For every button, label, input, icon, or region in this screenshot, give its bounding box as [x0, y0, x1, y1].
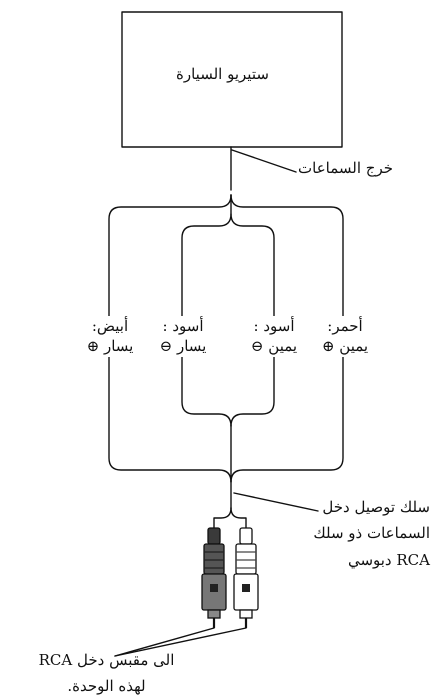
wire-side: يسار [103, 337, 134, 356]
jack-leader-left [114, 627, 215, 657]
speaker-output-label: خرج السماعات [298, 159, 394, 177]
plug-branch-right [230, 507, 247, 529]
wire-side: يمين [268, 337, 298, 356]
wire-color: أسود : [162, 317, 204, 335]
wire-side: يسار [176, 337, 207, 356]
rca-jack-line-2: لهذه الوحدة. [67, 677, 146, 696]
wire-color: أبيض: [91, 317, 129, 335]
minus-icon: ⊖ [250, 337, 264, 356]
rca-cable-label: سلك توصيل دخل السماعات ذو سلك RCA دبوسي [300, 497, 430, 570]
minus-icon: ⊖ [159, 337, 173, 356]
rca-jack-label: الى مقبس دخل RCA لهذه الوحدة. [24, 650, 189, 697]
wire-label-red-right: أحمر: يمين ⊕ [316, 316, 374, 357]
plug-branch-left [213, 507, 232, 529]
cable-leader [233, 492, 319, 512]
speaker-output-leader [231, 149, 297, 173]
wire-label-white-left: أبيض: يسار ⊕ [80, 316, 140, 357]
jack-leader-right [114, 627, 247, 657]
rca-cable-line-2: السماعات ذو سلك [313, 524, 430, 543]
wiring-diagram [108, 11, 344, 657]
wire-label-black-left: أسود : يسار ⊖ [153, 316, 213, 357]
rca-plug-dark [201, 527, 227, 628]
wire-color: أحمر: [327, 317, 363, 335]
car-stereo-label: ستيريو السيارة [176, 65, 269, 83]
wire-label-black-right: أسود : يمين ⊖ [245, 316, 303, 357]
rca-cable-line-1: سلك توصيل دخل [322, 498, 430, 516]
rca-cable-line-3: RCA دبوسي [347, 550, 430, 569]
plus-icon: ⊕ [321, 337, 335, 356]
wire-side: يمين [339, 337, 369, 356]
car-stereo-box [121, 11, 343, 148]
plus-icon: ⊕ [86, 337, 100, 356]
wire-color: أسود : [253, 317, 295, 335]
inner-left-wire [181, 194, 232, 427]
rca-plug-white [233, 527, 259, 628]
rca-jack-line-1: الى مقبس دخل RCA [38, 651, 175, 669]
